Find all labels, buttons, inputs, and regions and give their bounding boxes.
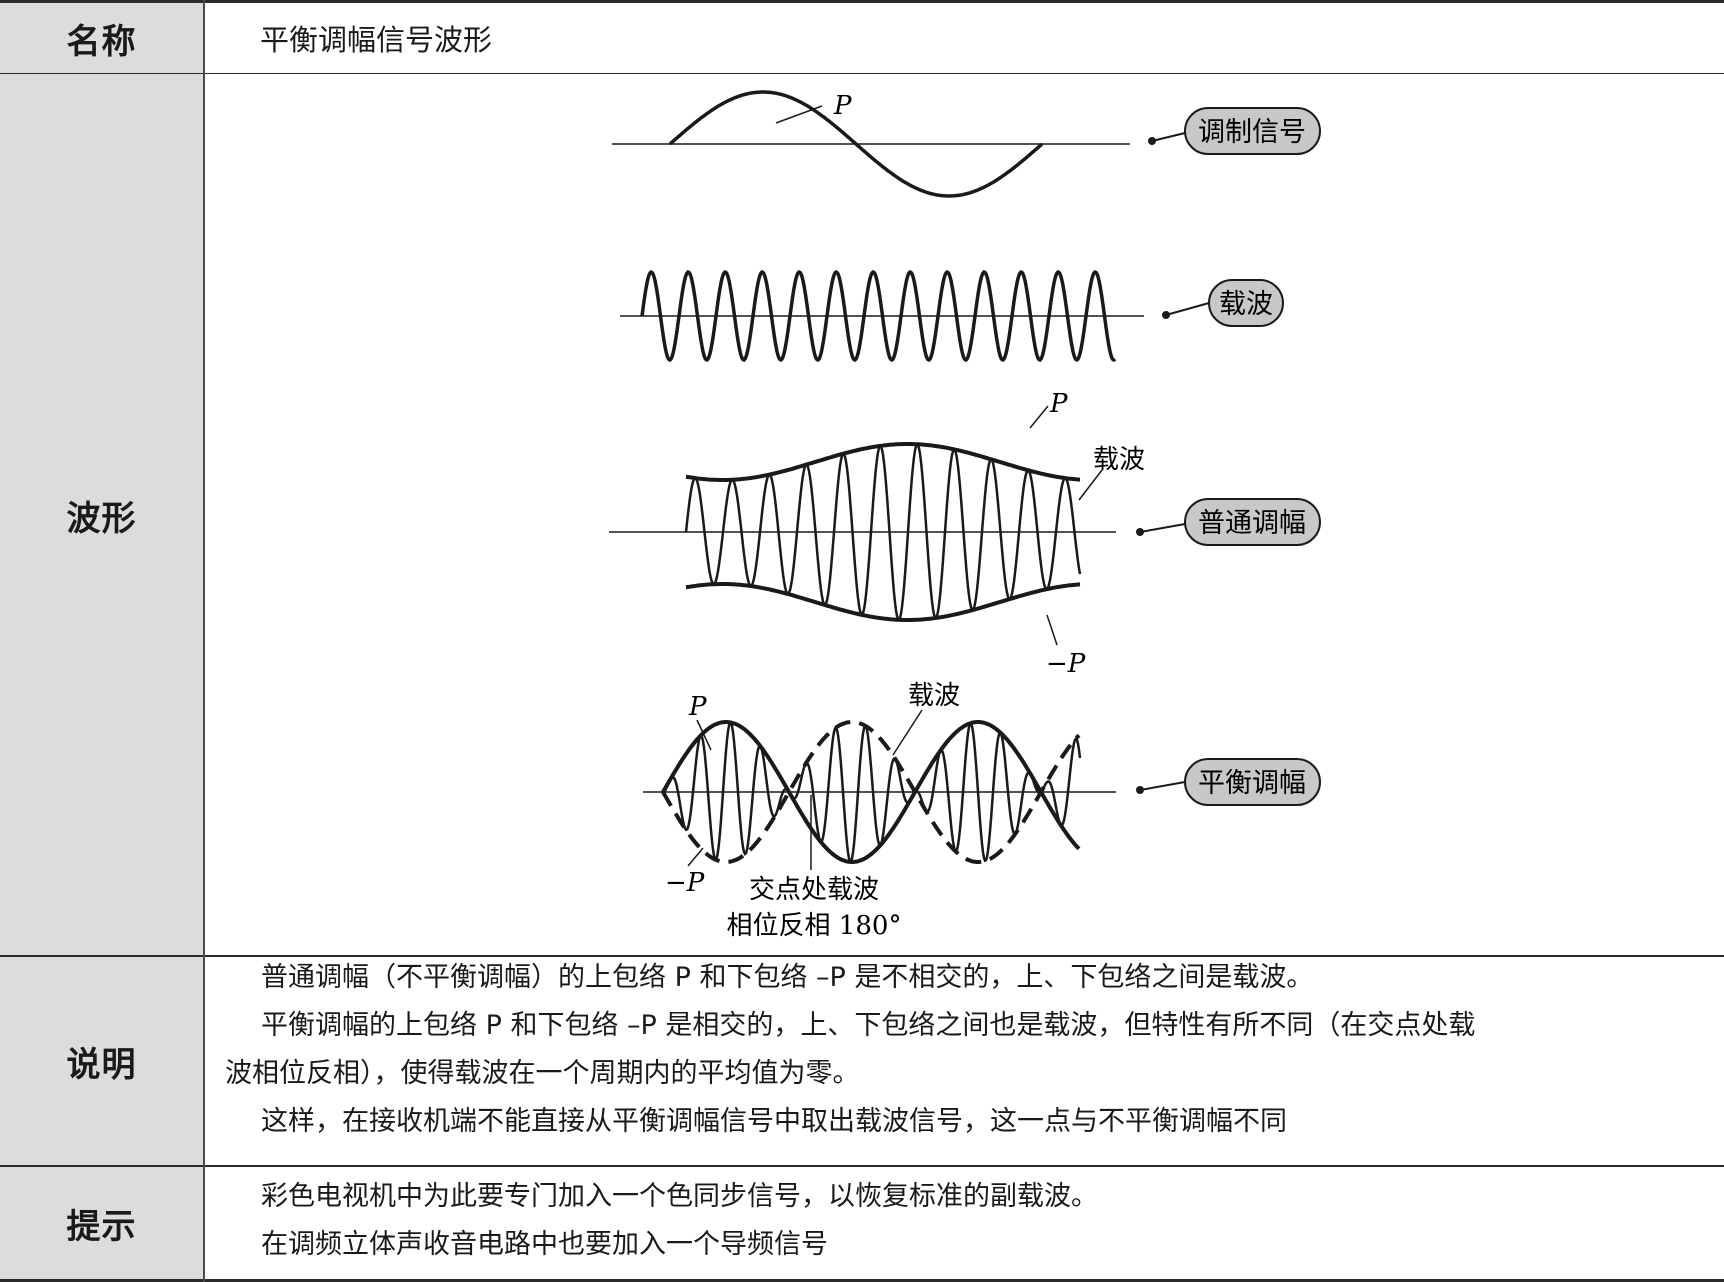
badge-balanced-am: 平衡调幅 — [1136, 758, 1321, 806]
name-value: 平衡调幅信号波形 — [260, 23, 493, 57]
annotation-p-balanced: P — [688, 692, 707, 722]
annotation-p-ordinary: P — [1049, 389, 1068, 419]
annotation-crossing-line2: 相位反相 180° — [727, 911, 902, 941]
row-content-explanation: 普通调幅（不平衡调幅）的上包络 P 和下包络 –P 是不相交的，上、下包络之间是… — [205, 957, 1724, 1165]
badge-ordinary-am-label: 普通调幅 — [1198, 508, 1306, 539]
row-content-hint: 彩色电视机中为此要专门加入一个色同步信号，以恢复标准的副载波。 在调频立体声收音… — [205, 1167, 1724, 1280]
badge-carrier: 载波 — [1162, 279, 1284, 327]
explanation-line-3: 波相位反相），使得载波在一个周期内的平均值为零。 — [225, 1058, 860, 1089]
row-label-explanation: 说明 — [0, 957, 203, 1165]
badge-balanced-am-label: 平衡调幅 — [1198, 768, 1306, 799]
explanation-line-1: 普通调幅（不平衡调幅）的上包络 P 和下包络 –P 是不相交的，上、下包络之间是… — [261, 962, 1314, 993]
table-divider-3 — [0, 1165, 1724, 1167]
hint-line-1: 彩色电视机中为此要专门加入一个色同步信号，以恢复标准的副载波。 — [261, 1181, 1098, 1212]
ordinary-am-upper-envelope — [685, 442, 1081, 482]
annotation-carrier-balanced: 载波 — [908, 681, 960, 711]
row-waveform: 波形 调制信号 载波 — [0, 74, 1724, 956]
annotation-neg-p-ordinary: −P — [1046, 649, 1086, 679]
row-content-waveform: 调制信号 载波 普通调幅 平衡调幅 — [205, 74, 1724, 956]
row-content-name: 平衡调幅信号波形 — [205, 3, 1724, 73]
row-label-hint: 提示 — [0, 1167, 203, 1280]
annotation-neg-p-balanced: −P — [665, 868, 705, 898]
annotation-carrier-ordinary: 载波 — [1093, 445, 1145, 475]
explanation-line-2: 平衡调幅的上包络 P 和下包络 –P 是相交的，上、下包络之间也是载波，但特性有… — [261, 1010, 1476, 1041]
table-border-top — [0, 0, 1724, 3]
table-column-divider — [203, 0, 205, 1282]
row-hint: 提示 彩色电视机中为此要专门加入一个色同步信号，以恢复标准的副载波。 在调频立体… — [0, 1167, 1724, 1280]
carrier-curve — [640, 269, 1117, 363]
table-divider-2 — [0, 955, 1724, 957]
row-label-waveform: 波形 — [0, 74, 203, 956]
row-name: 名称 平衡调幅信号波形 — [0, 3, 1724, 73]
row-label-name: 名称 — [0, 3, 203, 73]
table-divider-1 — [0, 73, 1724, 74]
modulating-signal-curve — [668, 90, 1044, 198]
annotation-crossing-line1: 交点处载波 — [749, 875, 879, 905]
ordinary-am-carrier-curve — [684, 442, 1082, 622]
table-border-bottom — [0, 1279, 1724, 1282]
balanced-am-upper-envelope-p — [661, 720, 1081, 864]
badge-ordinary-am: 普通调幅 — [1136, 498, 1321, 546]
balanced-am-carrier-curve — [662, 721, 1082, 863]
hint-line-2: 在调频立体声收音电路中也要加入一个导频信号 — [261, 1229, 828, 1260]
badge-modulating-label: 调制信号 — [1198, 117, 1306, 148]
balanced-am-lower-envelope-neg-p — [661, 720, 1081, 864]
badge-carrier-label: 载波 — [1219, 289, 1273, 320]
waveform-diagram: 调制信号 载波 普通调幅 平衡调幅 — [609, 90, 1321, 941]
ordinary-am-lower-envelope — [685, 582, 1081, 622]
badge-modulating: 调制信号 — [1148, 107, 1321, 155]
row-explanation: 说明 普通调幅（不平衡调幅）的上包络 P 和下包络 –P 是不相交的，上、下包络… — [0, 957, 1724, 1165]
annotation-p-modulating: P — [833, 91, 852, 121]
explanation-line-4: 这样，在接收机端不能直接从平衡调幅信号中取出载波信号，这一点与不平衡调幅不同 — [261, 1106, 1287, 1137]
